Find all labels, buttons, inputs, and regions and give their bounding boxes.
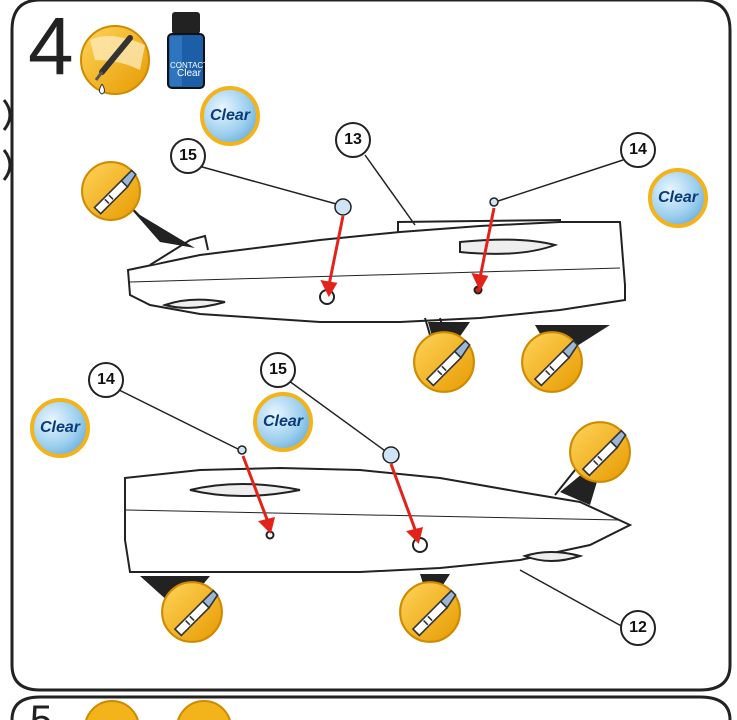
glue-brush-icon [80, 25, 150, 95]
part-number-14: 14 [88, 362, 124, 398]
part-number-15: 15 [260, 352, 296, 388]
knife-icon [176, 700, 232, 720]
leader-lines [114, 154, 626, 629]
clear-paint-badge: Clear [30, 398, 90, 458]
next-step-icons [84, 700, 144, 720]
part-14-bottom-lens [237, 445, 247, 455]
paint-bottle-label: CONTACTA Clear [170, 61, 213, 79]
part-number-15: 15 [170, 138, 206, 174]
clear-paint-badge: Clear [648, 168, 708, 228]
part-15-top-lens [334, 198, 352, 216]
part-number-12: 12 [620, 610, 656, 646]
part-number-14: 14 [620, 132, 656, 168]
part-number-13: 13 [335, 122, 371, 158]
paint-bottle-icon [167, 12, 205, 89]
paint-brand: CONTACTA [170, 61, 213, 70]
fuselage-half-top [126, 218, 626, 336]
part-14-top-lens [489, 197, 499, 207]
paint-name: Clear [177, 68, 201, 79]
clear-parts [237, 197, 499, 464]
fuselage-half-bottom [124, 466, 633, 573]
knife-icon [569, 421, 631, 483]
knife-icon [399, 581, 461, 643]
brush-icon [84, 700, 140, 720]
knife-icon [81, 161, 141, 221]
clear-paint-badge: Clear [200, 86, 260, 146]
part-15-bottom-lens [382, 446, 400, 464]
knife-icon [161, 581, 223, 643]
knife-icon [521, 331, 583, 393]
next-step-number: 5 [30, 700, 52, 720]
step-number: 4 [28, 1, 74, 92]
next-step-icons-2 [176, 700, 236, 720]
knife-icon [413, 331, 475, 393]
clear-paint-badge: Clear [253, 392, 313, 452]
placement-arrows [241, 207, 496, 544]
